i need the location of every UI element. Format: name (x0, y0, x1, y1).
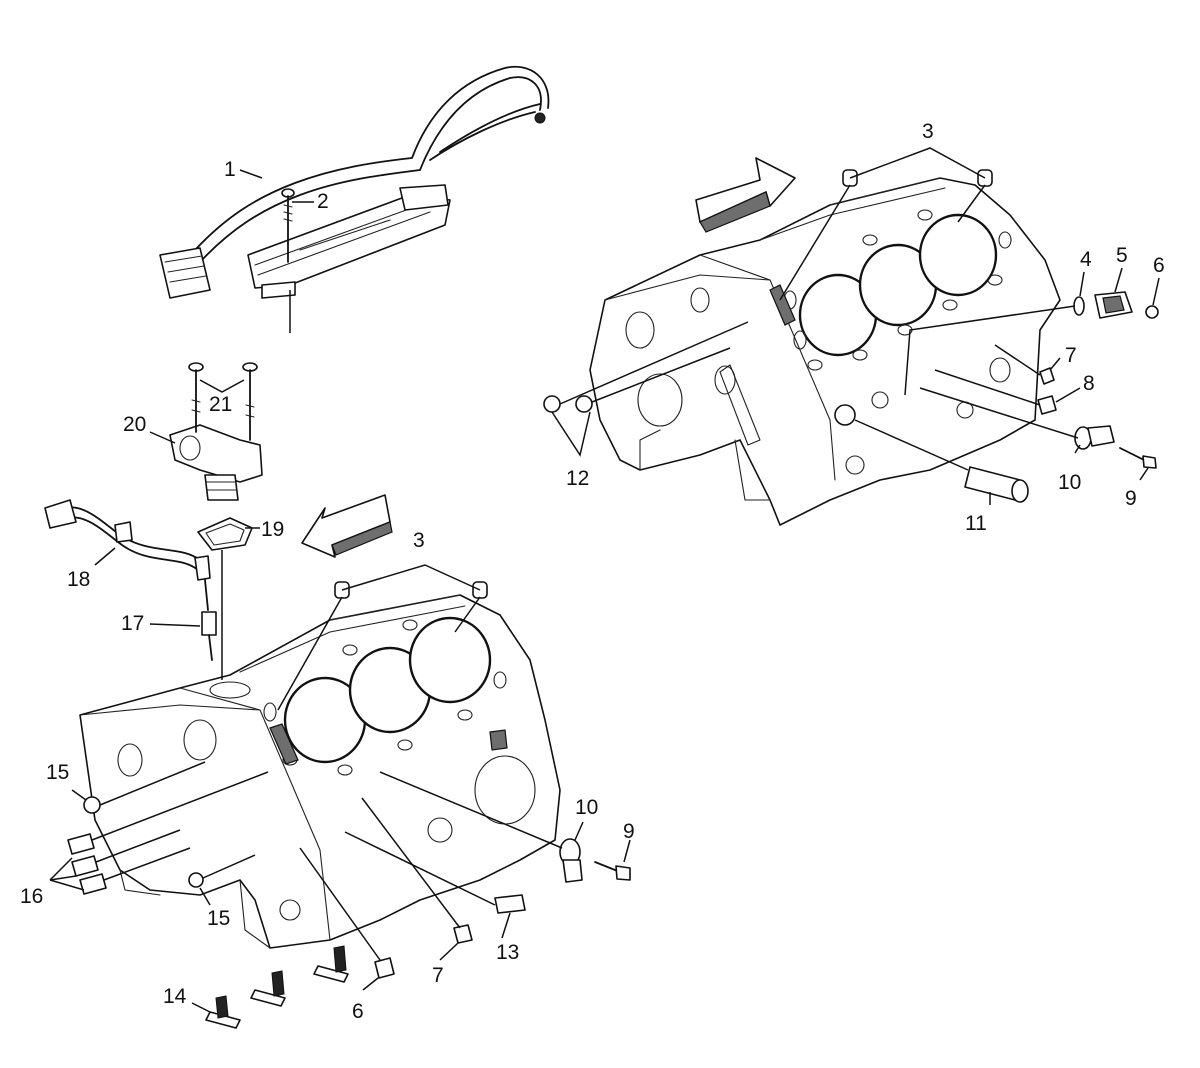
callout-8: 8 (1083, 372, 1095, 395)
callout-10-bottom: 10 (575, 796, 598, 819)
sensor-17 (149, 611, 217, 661)
plugs-16 (49, 771, 269, 895)
knock-sensor-10-top (919, 387, 1157, 481)
dowel-pins-3-top (779, 147, 993, 301)
callout-18: 18 (67, 568, 90, 591)
bolts-21 (188, 362, 258, 441)
plugs-7-8-top (934, 344, 1081, 415)
bolt-2 (281, 188, 295, 263)
callout-3-bottom: 3 (413, 529, 425, 552)
callout-10-top: 10 (1058, 471, 1081, 494)
callout-3-top: 3 (922, 120, 934, 143)
callout-7-bottom: 7 (432, 964, 444, 987)
sensor-11 (834, 404, 1029, 505)
gasket-19 (197, 517, 260, 680)
callout-9-bottom: 9 (623, 820, 635, 843)
callout-5: 5 (1116, 244, 1128, 267)
callout-16: 16 (20, 885, 43, 908)
plugs-12 (543, 321, 749, 457)
callout-2: 2 (317, 190, 329, 213)
callout-9-top: 9 (1125, 487, 1137, 510)
camshaft-sensor-4-5-6 (904, 267, 1160, 396)
callout-17: 17 (121, 612, 144, 635)
callout-11: 11 (965, 512, 987, 535)
callout-20: 20 (123, 413, 146, 436)
callout-14: 14 (163, 985, 187, 1008)
callout-13: 13 (496, 941, 519, 964)
callout-1: 1 (224, 158, 236, 181)
plug-6-bottom (299, 847, 395, 991)
knock-sensor-10-bottom (379, 771, 631, 883)
oil-cooler-hose-assembly (159, 65, 550, 333)
callout-19: 19 (261, 518, 284, 541)
sensor-13 (344, 831, 526, 939)
dowel-pins-3-bottom (277, 564, 488, 711)
callout-7-top: 7 (1065, 344, 1077, 367)
callout-6-bottom: 6 (352, 1000, 364, 1023)
callout-labels: 1 2 3 4 5 6 7 8 9 10 11 12 21 20 19 18 1… (20, 120, 1165, 1023)
hollow-arrow-left-icon (301, 494, 393, 558)
brackets-14 (191, 945, 349, 1029)
plug-7-bottom (361, 797, 473, 961)
hollow-arrow-right-icon (695, 157, 796, 233)
plugs-15 (71, 761, 256, 906)
wiring-harness-18 (44, 499, 211, 611)
callout-15-left: 15 (46, 761, 69, 784)
callout-21: 21 (209, 393, 232, 416)
callout-12: 12 (566, 467, 589, 490)
callout-15-bottom: 15 (207, 907, 230, 930)
callout-6-top: 6 (1153, 254, 1165, 277)
engine-block-front-view (589, 177, 1061, 526)
callout-4: 4 (1080, 248, 1092, 271)
engine-block-rear-view (79, 594, 561, 949)
oil-filter-adapter-20 (149, 424, 263, 501)
